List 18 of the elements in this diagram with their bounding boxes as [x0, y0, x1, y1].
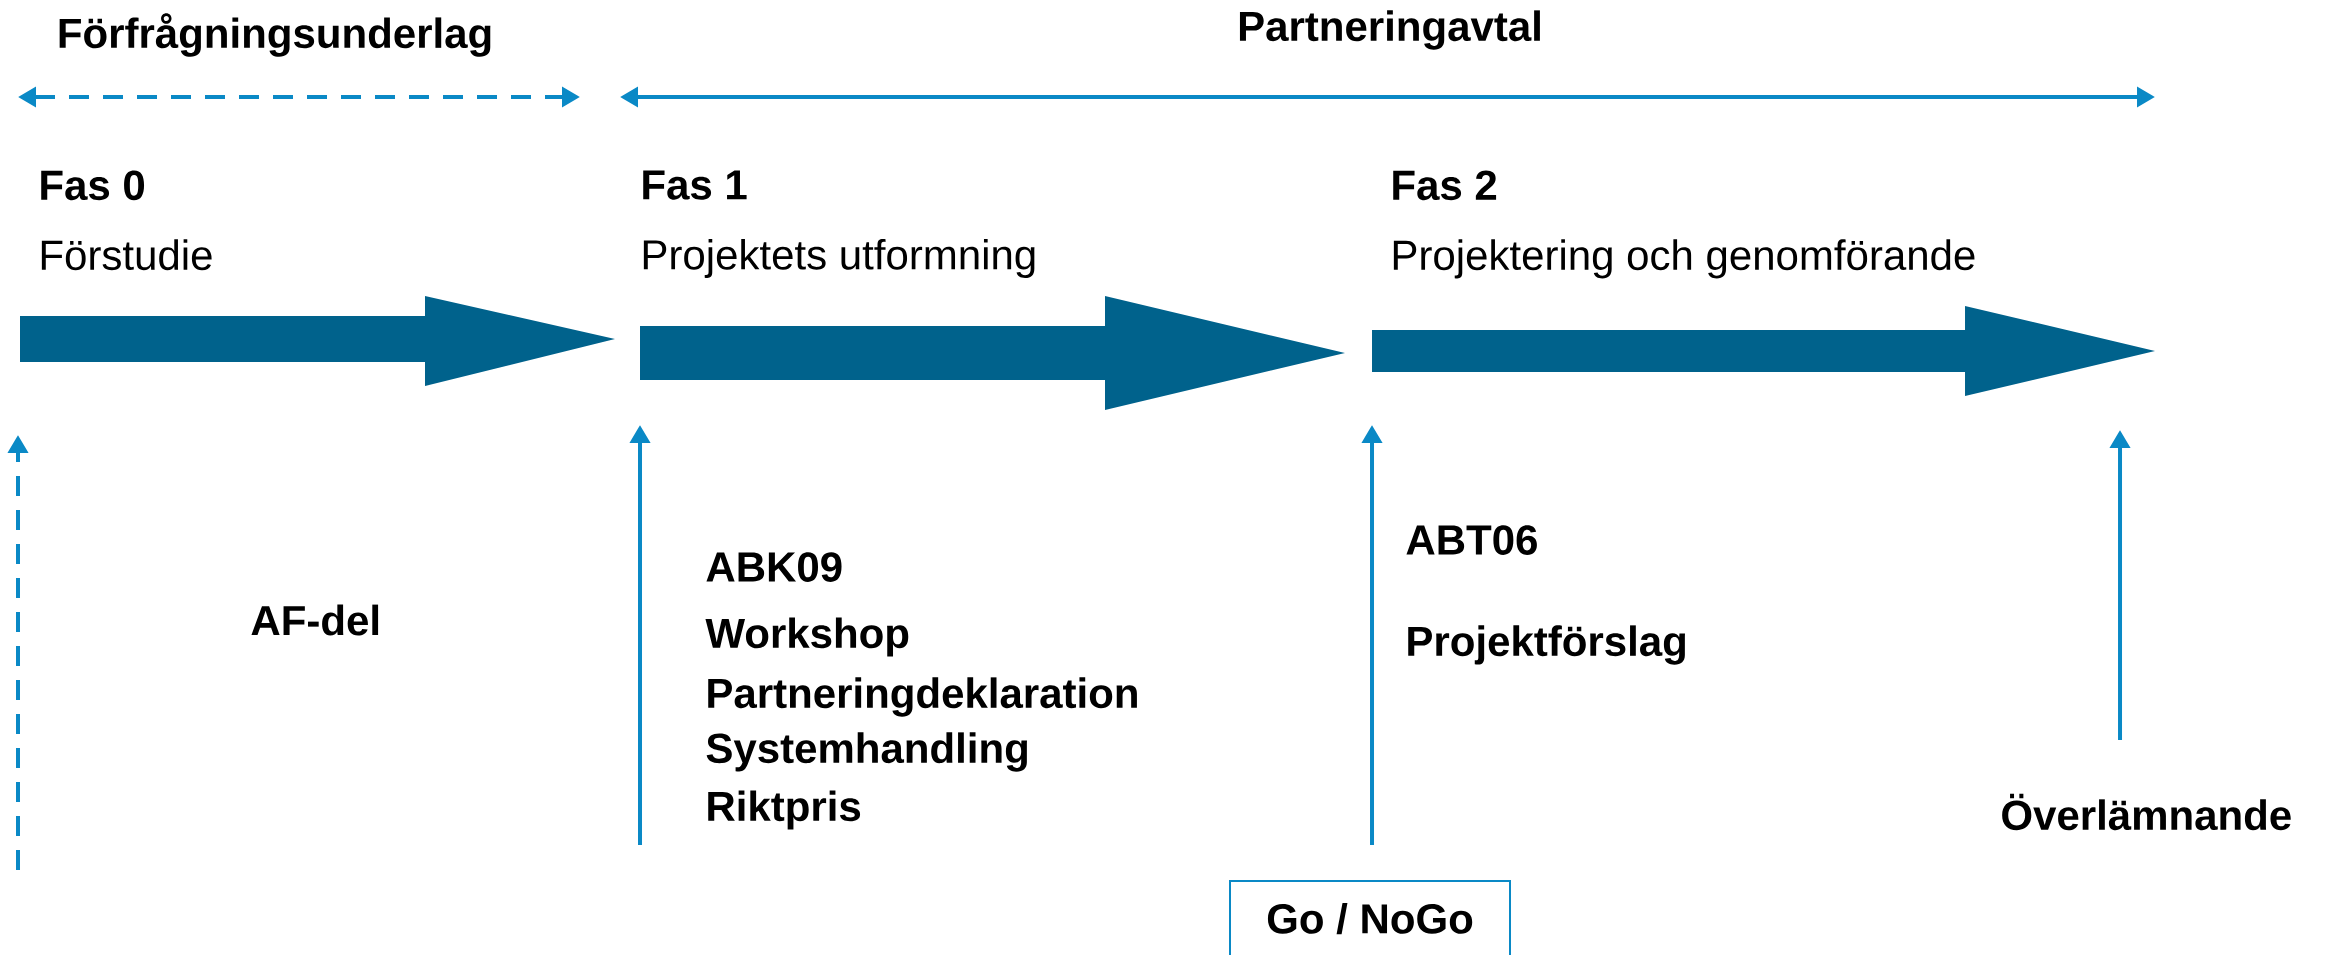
decision-box: Go / NoGo: [1229, 880, 1511, 955]
node-label: Projektering och genomförande: [1393, 239, 1975, 279]
node-label: Projektets utformning: [643, 238, 1035, 279]
phase-item: Workshop: [705, 617, 909, 657]
node-label: Fas 1: [643, 170, 747, 200]
phase-item: Riktpris: [708, 790, 861, 830]
span-label: Partneringavtal: [1239, 10, 1540, 50]
milestone-label: Överlämnande: [2002, 793, 2291, 831]
phase-item: Projektförslag: [1408, 625, 1685, 665]
phase-item: Partneringdeklaration: [708, 677, 1137, 717]
phase-item: Systemhandling: [706, 732, 1027, 772]
node-label: Förstudie: [41, 239, 212, 271]
node-label: Fas 0: [41, 170, 145, 201]
node-label: Fas 2: [1393, 170, 1497, 201]
phase-item: ABK09: [706, 552, 842, 582]
phase-item: AF-del: [251, 604, 379, 636]
span-label: Förfrågningsunderlag: [59, 13, 491, 57]
phase-item: ABT06: [1406, 525, 1537, 555]
